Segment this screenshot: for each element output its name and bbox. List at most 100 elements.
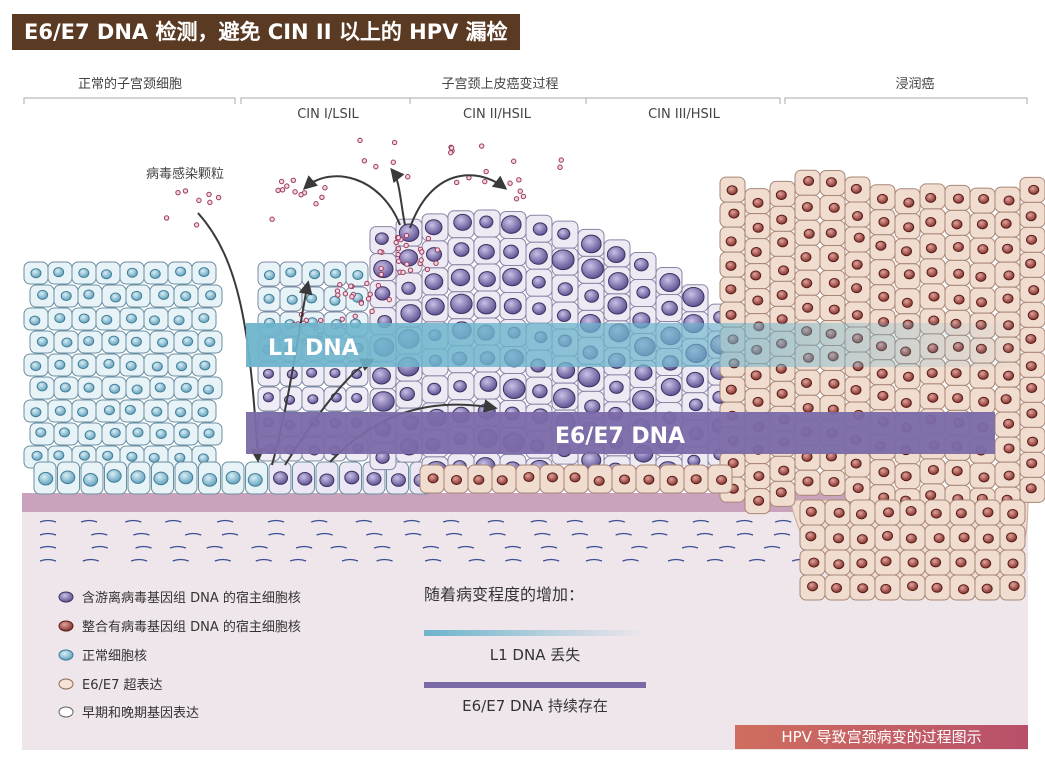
cell <box>71 261 97 285</box>
cell-nucleus <box>110 292 122 303</box>
cell-nucleus <box>882 530 894 541</box>
fiber-stroke <box>505 558 522 562</box>
virus-particle <box>516 177 522 183</box>
cell <box>744 263 771 290</box>
cell <box>197 376 223 400</box>
cell-nucleus <box>976 219 988 230</box>
cell-nucleus <box>352 270 364 281</box>
cell <box>869 259 896 286</box>
fiber-stroke <box>39 558 57 562</box>
cell-nucleus <box>1003 418 1015 429</box>
cell <box>869 384 896 411</box>
cell <box>95 353 121 377</box>
cell <box>1019 176 1045 203</box>
cell <box>944 459 971 486</box>
cell <box>794 169 821 196</box>
cell-nucleus <box>976 297 988 308</box>
cell-nucleus <box>1028 285 1040 296</box>
virus-particle <box>361 158 368 164</box>
cell <box>473 209 501 238</box>
cell <box>167 399 193 423</box>
cell <box>994 186 1021 213</box>
virus-particle <box>358 300 365 306</box>
cell-nucleus <box>903 222 915 233</box>
virus-particle <box>482 178 488 185</box>
cell-nucleus <box>725 384 737 395</box>
cell <box>1019 226 1045 253</box>
cell-nucleus <box>878 291 890 302</box>
cell <box>744 488 771 515</box>
cell <box>969 262 996 289</box>
cell-nucleus <box>608 272 629 291</box>
cell-nucleus <box>1025 211 1037 222</box>
cell-nucleus <box>980 558 992 569</box>
cell-nucleus <box>306 367 318 378</box>
cell-nucleus <box>593 476 605 487</box>
fiber-stroke <box>169 545 187 549</box>
bracket-invasive <box>784 97 1028 104</box>
fiber-stroke <box>651 532 668 536</box>
cell <box>53 330 79 354</box>
cell <box>499 210 527 239</box>
cell <box>924 574 951 601</box>
cell-nucleus <box>319 473 335 488</box>
cell-nucleus <box>581 258 604 280</box>
virus-particle <box>319 194 325 201</box>
cell <box>719 251 746 278</box>
fiber-stroke <box>39 532 57 536</box>
cell <box>824 499 851 526</box>
virus-particle <box>317 317 324 324</box>
cell-nucleus <box>78 450 90 461</box>
cell <box>149 284 175 308</box>
legend-item: E6/E7 超表达 <box>58 678 162 693</box>
cell-nucleus <box>753 495 765 506</box>
cell <box>794 369 821 396</box>
virus-particle <box>513 196 520 202</box>
fiber-stroke <box>774 519 792 523</box>
virus-particle <box>298 191 304 198</box>
cell-nucleus <box>682 286 705 308</box>
legend-item: 正常细胞核 <box>58 649 147 664</box>
cell-nucleus <box>803 228 815 239</box>
l1-trend-text: L1 DNA 丢失 <box>490 646 580 664</box>
cell-nucleus <box>453 242 470 257</box>
cell-nucleus <box>450 475 462 486</box>
legend-item: 早期和晚期基因表达 <box>58 706 199 721</box>
virus-particle <box>407 267 414 273</box>
virus-particle <box>313 201 319 207</box>
cell-nucleus <box>1027 310 1039 321</box>
legend-item: 整合有病毒基因组 DNA 的宿主细胞核 <box>58 619 301 635</box>
cell-nucleus <box>153 471 169 486</box>
cell <box>844 451 871 478</box>
cell <box>71 399 97 423</box>
cell <box>849 524 876 551</box>
virus-particle <box>369 308 375 315</box>
cell-nucleus <box>801 377 813 388</box>
virus-particle <box>517 188 523 194</box>
cell <box>994 286 1021 313</box>
cell-nucleus <box>953 268 965 279</box>
cell-nucleus <box>833 559 845 570</box>
cell-nucleus <box>401 281 416 295</box>
legend-label: E6/E7 超表达 <box>82 678 162 693</box>
cell <box>894 213 921 240</box>
cell-nucleus <box>399 387 415 401</box>
cell <box>819 370 846 397</box>
fiber-stroke <box>540 545 558 549</box>
cell <box>101 376 127 400</box>
cell <box>869 209 896 236</box>
cell <box>125 330 151 354</box>
virus-particle <box>349 293 355 300</box>
cell-nucleus <box>801 202 813 213</box>
cell-nucleus <box>125 313 137 324</box>
cell-nucleus <box>286 294 298 305</box>
cell-nucleus <box>501 215 522 234</box>
cell <box>125 284 151 308</box>
cell-nucleus <box>878 467 890 478</box>
cell-nucleus <box>926 368 938 379</box>
virus-particle <box>322 185 328 191</box>
cell-nucleus <box>151 406 163 417</box>
cell <box>719 226 746 253</box>
cell-nucleus <box>925 490 937 501</box>
cell-nucleus <box>37 289 49 300</box>
